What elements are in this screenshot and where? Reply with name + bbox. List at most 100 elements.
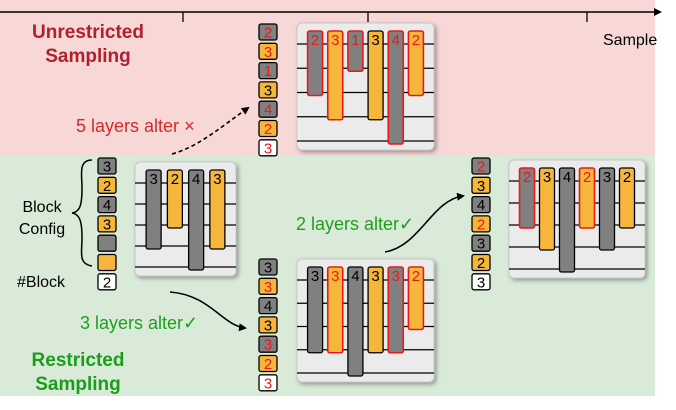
original-network-panel-block-bar	[187, 169, 205, 271]
unrestricted-arrow	[171, 106, 250, 155]
block-config-label-line1: Block	[22, 199, 62, 216]
unrestricted-config-column-cell	[258, 100, 278, 118]
restricted-two-column-cell-value: 2	[477, 159, 485, 176]
unrestricted-config-column-cell-value: 3	[264, 140, 272, 157]
original-network-panel-block-value: 4	[192, 171, 200, 188]
unrestricted-network-panel-block-value: 3	[371, 32, 379, 49]
restricted-three-column-cell-value: 3	[264, 337, 272, 354]
restricted-three-network-panel-block-bar	[407, 266, 425, 331]
unrestricted-config-column-cell-value: 4	[264, 102, 272, 119]
unrestricted-config-column-cell	[258, 61, 278, 80]
restricted-two-network-panel-block-bar	[538, 167, 556, 251]
restricted-two-column-cell-value: 2	[477, 216, 485, 233]
unrestricted-config-column-cell-value: 3	[264, 44, 272, 61]
sample-axis-label: Sample	[603, 32, 657, 49]
restricted-two-network-panel-block-bar	[578, 167, 596, 229]
restricted-three-column-cell	[258, 354, 278, 373]
restricted-two-network-panel-block-value: 3	[603, 169, 611, 186]
block-config-label-line2: Config	[19, 221, 65, 238]
restricted-three-network-panel-block-bar	[347, 266, 364, 377]
restricted-two-network-panel-block-bar	[618, 167, 636, 229]
restricted-two-network-panel-block-value: 2	[583, 169, 591, 186]
two-layers-alter-text: 2 layers alter✓	[296, 214, 414, 234]
restricted-three-network-panel-block-bar	[326, 266, 344, 354]
unrestricted-network-panel-block-bar	[347, 30, 364, 73]
original-config-column-cell-value: 2	[103, 274, 111, 291]
original-network-panel-block-bar	[166, 169, 184, 229]
unrestricted-network-panel-block-value: 4	[392, 32, 400, 49]
restricted-two-network-panel-block-value: 2	[623, 169, 631, 186]
restricted-three-column-cell-value: 2	[264, 356, 272, 373]
restricted-two-column-cell-value: 4	[477, 197, 485, 214]
unrestricted-network-panel-block-bar	[387, 30, 405, 145]
restricted-title-line2: Sampling	[35, 374, 121, 395]
unrestricted-config-column-cell	[258, 81, 278, 99]
original-config-column-cell-value: 3	[103, 159, 111, 176]
restricted-two-column-cell-value: 3	[477, 236, 485, 253]
original-network-panel-block-bar	[145, 169, 162, 250]
restricted-three-network-panel-block-bar	[387, 266, 405, 354]
restricted-two-column-cell	[471, 215, 491, 233]
unrestricted-network-panel-block-value: 3	[331, 32, 339, 49]
restricted-two-column-cell	[471, 195, 491, 214]
num-block-label: #Block	[17, 274, 66, 291]
restricted-two-column-cell	[471, 273, 491, 291]
restricted-three-column-cell-value: 3	[264, 279, 272, 296]
unrestricted-config-column-cell-value: 1	[264, 63, 272, 80]
original-network-panel-block-value: 3	[213, 171, 221, 188]
unrestricted-network-panel-block-bar	[367, 30, 384, 121]
restricted-two-network-panel-block-value: 2	[523, 169, 531, 186]
check-mark-icon: ✓	[399, 214, 414, 234]
original-network-panel-block-bar	[209, 169, 226, 250]
restricted-three-network-panel-block-value: 3	[371, 268, 379, 285]
original-config-column-cell	[97, 215, 117, 233]
restricted-two-network-panel-block-bar	[558, 167, 576, 273]
restricted-three-column-cell-value: 3	[264, 317, 272, 334]
restricted-three-network-panel-block-value: 3	[311, 268, 319, 285]
five-layers-alter-text: 5 layers alter ×	[76, 116, 195, 136]
restricted-three-network-panel-block-value: 4	[351, 268, 359, 285]
original-config-column-cell	[97, 253, 117, 272]
unrestricted-network-panel-block-value: 1	[351, 32, 359, 49]
restricted-two-network-panel-block-value: 3	[543, 169, 551, 186]
unrestricted-network-panel-block-bar	[326, 30, 344, 121]
original-config-column-cell-value: 4	[103, 197, 111, 214]
three-layers-alter-text: 3 layers alter✓	[80, 313, 198, 333]
original-config-column-cell	[97, 234, 117, 252]
restricted-three-column-cell	[258, 335, 278, 353]
restricted-two-column-cell-value: 3	[477, 178, 485, 195]
three-layers-arrow	[169, 291, 247, 332]
check-mark-icon: ✓	[183, 313, 198, 333]
restricted-two-network-panel-block-bar	[518, 167, 536, 229]
original-config-column-cell	[97, 176, 117, 194]
restricted-three-column-cell	[258, 296, 278, 315]
restricted-two-column-cell	[471, 176, 491, 194]
restricted-two-network-panel-block-value: 4	[563, 169, 571, 186]
restricted-two-network-panel-block-bar	[598, 167, 616, 251]
restricted-two-column-cell-value: 3	[477, 274, 485, 291]
restricted-three-network-panel-block-value: 2	[412, 268, 420, 285]
restricted-three-network-panel-block-value: 3	[392, 268, 400, 285]
unrestricted-config-column-cell	[258, 139, 278, 157]
unrestricted-network-panel-block-value: 2	[311, 32, 319, 49]
original-config-column-cell	[97, 195, 117, 214]
restricted-three-column-cell-value: 4	[264, 298, 272, 315]
restricted-three-network-panel-block-bar	[367, 266, 384, 354]
unrestricted-config-column-cell-value: 2	[264, 25, 272, 42]
unrestricted-config-column-cell-value: 2	[264, 121, 272, 138]
restricted-two-column-cell-value: 2	[477, 255, 485, 272]
restricted-three-column-cell	[258, 316, 278, 334]
restricted-two-column: 2 3 4 2 3 2 3	[471, 157, 491, 291]
unrestricted-network-panel-block-bar	[306, 30, 324, 97]
unrestricted-config-column-cell	[258, 42, 278, 60]
original-config-column-cell	[97, 157, 117, 175]
unrestricted-config-column-cell	[258, 119, 278, 138]
restricted-three-column-cell-value: 3	[264, 375, 272, 392]
original-network-panel-block-value: 3	[149, 171, 157, 188]
